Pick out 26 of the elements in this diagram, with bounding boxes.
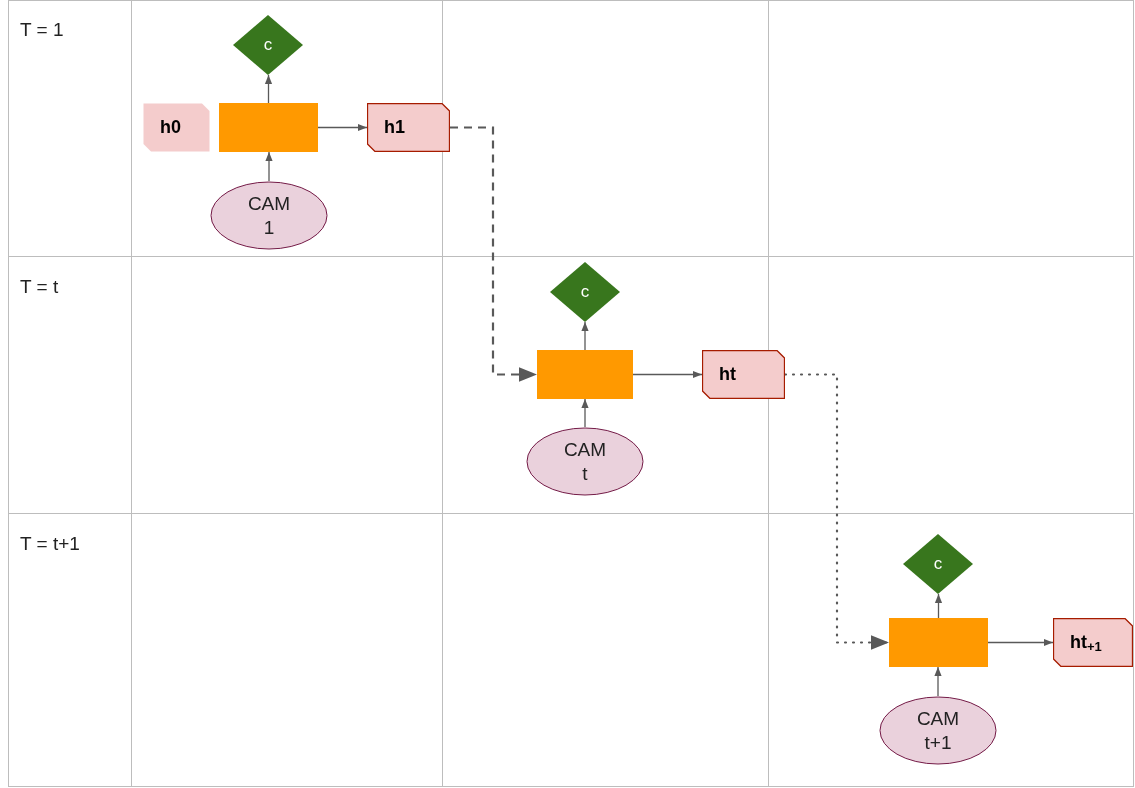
arrow [934, 666, 942, 697]
process-box [219, 103, 318, 152]
arrow [264, 74, 273, 104]
input-ellipse: CAM 1 [210, 181, 328, 250]
row-label: T = t+1 [20, 532, 80, 556]
state-tag: ht [702, 350, 785, 399]
row-label: T = 1 [20, 18, 64, 42]
arrow [265, 151, 273, 182]
row-label: T = t [20, 275, 59, 299]
arrow [987, 638, 1054, 647]
arrow [581, 321, 589, 351]
faded-state-tag: h0 [143, 103, 210, 152]
input-ellipse: CAM t [526, 427, 644, 496]
state-tag: ht$_{+1}$ [1053, 618, 1133, 667]
arrow [450, 126, 537, 382]
decision-diamond: c [550, 262, 620, 322]
decision-diamond: c [233, 15, 303, 75]
state-tag: h1 [367, 103, 450, 152]
input-ellipse: CAM t+1 [879, 696, 997, 765]
process-box [889, 618, 988, 667]
arrow [317, 123, 368, 132]
arrow [581, 398, 589, 428]
decision-diamond: c [903, 534, 973, 594]
arrow [632, 370, 703, 379]
arrow [934, 593, 943, 619]
process-box [537, 350, 633, 399]
